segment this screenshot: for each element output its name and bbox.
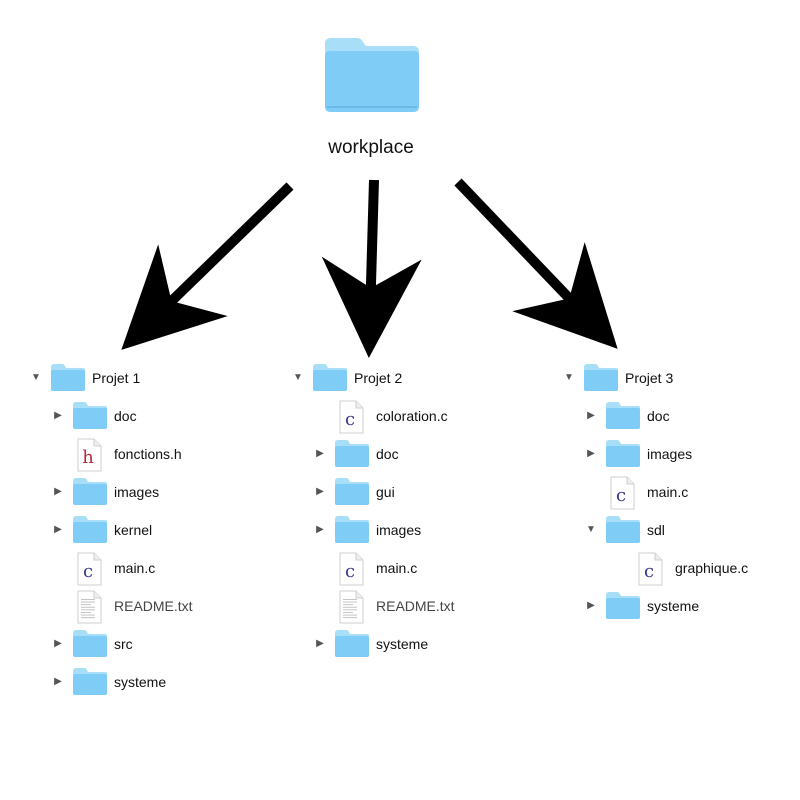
folder-icon	[72, 476, 108, 506]
item-label: doc	[114, 408, 137, 424]
folder-icon	[72, 666, 108, 696]
folder-icon	[605, 438, 641, 468]
svg-text:c: c	[345, 561, 355, 582]
item-label: images	[114, 484, 160, 500]
folder-icon	[605, 514, 641, 544]
folder-icon	[50, 362, 86, 392]
folder-icon	[312, 362, 348, 392]
item-label: fonctions.h	[114, 446, 182, 462]
disclosure-triangle-expanded[interactable]: ▼	[31, 372, 41, 383]
disclosure-triangle-collapsed[interactable]: ▶	[54, 676, 62, 687]
c-file-icon: c	[605, 476, 641, 510]
disclosure-triangle-collapsed[interactable]: ▶	[54, 410, 62, 421]
disclosure-triangle-collapsed[interactable]: ▶	[316, 524, 324, 535]
disclosure-triangle-collapsed[interactable]: ▶	[316, 638, 324, 649]
item-label: systeme	[647, 598, 700, 614]
folder-icon	[334, 438, 370, 468]
item-label: doc	[647, 408, 670, 424]
item-label: src	[114, 636, 133, 652]
folder-icon	[72, 628, 108, 658]
disclosure-triangle-expanded[interactable]: ▼	[293, 372, 303, 383]
project-name: Projet 2	[354, 370, 403, 386]
item-label: main.c	[376, 560, 418, 576]
disclosure-triangle-collapsed[interactable]: ▶	[587, 600, 595, 611]
c-file-icon: c	[334, 400, 370, 434]
c-file-icon: c	[72, 552, 108, 586]
disclosure-triangle-expanded[interactable]: ▼	[586, 524, 596, 535]
project-name: Projet 3	[625, 370, 674, 386]
folder-icon	[605, 400, 641, 430]
item-label: gui	[376, 484, 395, 500]
disclosure-triangle-collapsed[interactable]: ▶	[587, 410, 595, 421]
c-file-icon: c	[334, 552, 370, 586]
disclosure-triangle-collapsed[interactable]: ▶	[316, 448, 324, 459]
workplace-folder-icon[interactable]	[323, 34, 421, 114]
svg-text:c: c	[644, 561, 654, 582]
item-label: main.c	[647, 484, 689, 500]
folder-icon	[583, 362, 619, 392]
item-label: README.txt	[114, 598, 193, 614]
svg-text:c: c	[83, 561, 93, 582]
project-name: Projet 1	[92, 370, 141, 386]
item-label: images	[647, 446, 693, 462]
item-label: kernel	[114, 522, 153, 538]
item-label: graphique.c	[675, 560, 749, 576]
text-file-icon	[334, 590, 370, 624]
item-label: systeme	[114, 674, 167, 690]
disclosure-triangle-expanded[interactable]: ▼	[564, 372, 574, 383]
arrow-to-projet-3	[454, 178, 618, 349]
disclosure-triangle-collapsed[interactable]: ▶	[54, 638, 62, 649]
arrow-to-projet-1	[121, 182, 294, 350]
svg-text:c: c	[345, 409, 355, 430]
folder-icon	[334, 514, 370, 544]
item-label: systeme	[376, 636, 429, 652]
folder-icon	[334, 628, 370, 658]
folder-icon	[334, 476, 370, 506]
item-label: coloration.c	[376, 408, 448, 424]
arrow-to-projet-2	[321, 179, 422, 358]
c-file-icon: c	[633, 552, 669, 586]
disclosure-triangle-collapsed[interactable]: ▶	[316, 486, 324, 497]
item-label: images	[376, 522, 422, 538]
item-label: doc	[376, 446, 399, 462]
svg-text:h: h	[82, 447, 94, 468]
folder-icon	[605, 590, 641, 620]
text-file-icon	[72, 590, 108, 624]
item-label: README.txt	[376, 598, 455, 614]
folder-icon	[72, 514, 108, 544]
disclosure-triangle-collapsed[interactable]: ▶	[587, 448, 595, 459]
disclosure-triangle-collapsed[interactable]: ▶	[54, 524, 62, 535]
svg-text:c: c	[616, 485, 626, 506]
item-label: main.c	[114, 560, 156, 576]
h-file-icon: h	[72, 438, 108, 472]
item-label: sdl	[647, 522, 665, 538]
workplace-label: workplace	[328, 137, 414, 158]
folder-icon	[72, 400, 108, 430]
disclosure-triangle-collapsed[interactable]: ▶	[54, 486, 62, 497]
